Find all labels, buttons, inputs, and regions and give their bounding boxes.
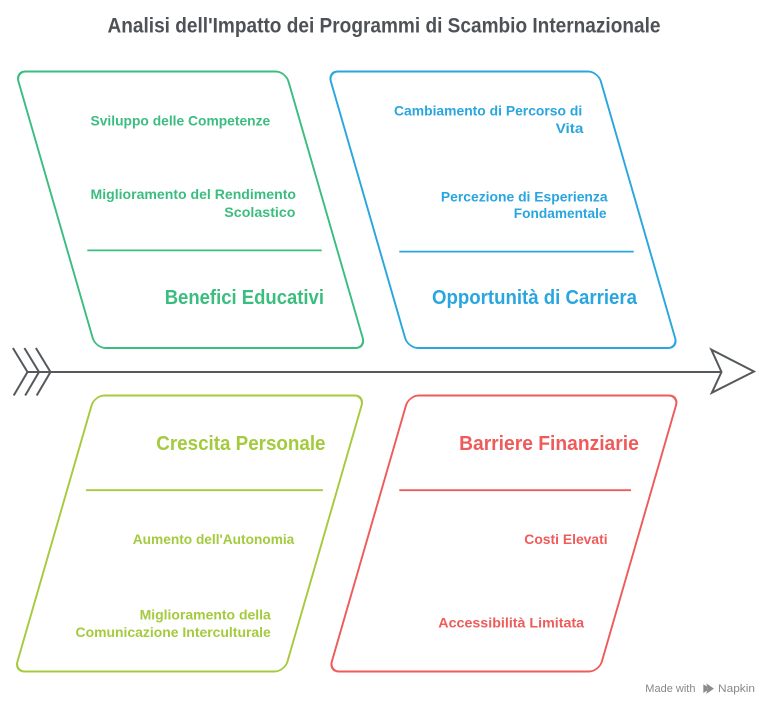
svg-text:Percezione di Esperienza: Percezione di Esperienza	[441, 189, 608, 205]
svg-text:Miglioramento della: Miglioramento della	[140, 606, 271, 622]
svg-text:Comunicazione Interculturale: Comunicazione Interculturale	[76, 624, 272, 640]
svg-text:Vita: Vita	[556, 120, 584, 136]
svg-text:Benefici Educativi: Benefici Educativi	[165, 287, 324, 309]
svg-text:Opportunità di Carriera: Opportunità di Carriera	[432, 287, 638, 309]
svg-text:Accessibilità Limitata: Accessibilità Limitata	[438, 615, 584, 631]
svg-text:Fondamentale: Fondamentale	[514, 205, 607, 221]
svg-text:Miglioramento del Rendimento: Miglioramento del Rendimento	[91, 186, 297, 202]
svg-text:Napkin: Napkin	[718, 683, 755, 695]
svg-text:Analisi dell'Impatto dei Progr: Analisi dell'Impatto dei Programmi di Sc…	[108, 15, 661, 38]
svg-text:Scolastico: Scolastico	[224, 204, 295, 220]
svg-text:Cambiamento di Percorso di: Cambiamento di Percorso di	[394, 102, 582, 118]
svg-text:Costi Elevati: Costi Elevati	[524, 531, 607, 547]
svg-text:Aumento dell'Autonomia: Aumento dell'Autonomia	[133, 531, 295, 547]
svg-text:Crescita Personale: Crescita Personale	[156, 433, 325, 455]
svg-text:Barriere Finanziarie: Barriere Finanziarie	[459, 433, 639, 455]
svg-text:Made with: Made with	[645, 683, 695, 695]
svg-text:Sviluppo delle Competenze: Sviluppo delle Competenze	[91, 112, 271, 128]
